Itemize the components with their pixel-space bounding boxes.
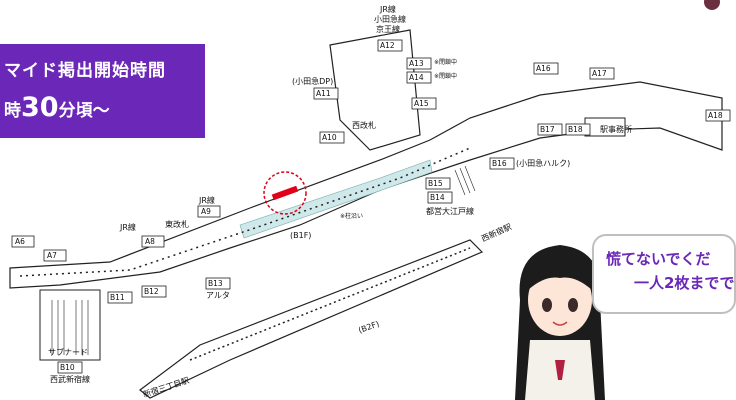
label-alta: アルタ bbox=[206, 291, 230, 300]
exit-B15: B15 bbox=[425, 177, 451, 190]
svg-text:B14: B14 bbox=[430, 193, 445, 202]
exit-B16: B16 bbox=[489, 157, 515, 170]
blue-passage bbox=[239, 159, 433, 239]
speech-bubble: 慌てないでくだ 一人2枚までで bbox=[592, 234, 736, 314]
label-pillar: ※柱沿い bbox=[340, 212, 363, 220]
exit-A7: A7 bbox=[43, 249, 67, 262]
svg-text:A7: A7 bbox=[47, 251, 57, 260]
svg-text:A11: A11 bbox=[316, 89, 331, 98]
start-time-banner: マイド掲出開始時間 時30分頃〜 bbox=[0, 44, 205, 138]
banner-line-1: マイド掲出開始時間 bbox=[4, 61, 166, 81]
exit-A11: A11 bbox=[313, 87, 339, 100]
svg-text:A16: A16 bbox=[536, 64, 551, 73]
svg-text:A9: A9 bbox=[201, 207, 211, 216]
corner-avatar bbox=[704, 0, 720, 10]
label-b1f: (B1F) bbox=[290, 231, 311, 240]
exit-B12: B12 bbox=[141, 285, 167, 298]
exit-A18: A18 bbox=[705, 109, 731, 122]
bubble-line-1: 慌てないでくだ bbox=[606, 250, 711, 268]
label-keio-top: 京王線 bbox=[376, 24, 400, 34]
svg-text:B13: B13 bbox=[208, 279, 223, 288]
svg-text:B11: B11 bbox=[110, 293, 125, 302]
bubble-line-2: 一人2枚までで bbox=[634, 274, 735, 292]
label-nishishinjuku: 西新宿駅 bbox=[480, 221, 513, 243]
exit-B14: B14 bbox=[427, 191, 453, 204]
svg-text:A14: A14 bbox=[409, 73, 424, 82]
label-odakyu-dp: (小田急DP) bbox=[292, 76, 333, 86]
svg-text:A18: A18 bbox=[708, 111, 723, 120]
exit-A9: A9 bbox=[197, 205, 221, 218]
label-jr-a9: JR線 bbox=[198, 195, 215, 205]
svg-text:A13: A13 bbox=[409, 59, 424, 68]
subnade-block bbox=[39, 289, 101, 361]
svg-text:B10: B10 bbox=[60, 363, 75, 372]
svg-text:B15: B15 bbox=[428, 179, 443, 188]
label-closed-a13: ※閉鎖中 bbox=[434, 58, 457, 66]
exit-B17: B17 bbox=[537, 123, 563, 136]
exit-B10: B10 bbox=[57, 361, 83, 374]
character-illustration bbox=[515, 245, 605, 400]
label-jr-left: JR線 bbox=[119, 222, 136, 232]
exit-B13: B13 bbox=[205, 277, 231, 290]
walkway-dots bbox=[19, 147, 471, 277]
exit-A6: A6 bbox=[11, 235, 35, 248]
label-odakyu-halc: (小田急ハルク) bbox=[516, 158, 570, 168]
svg-text:B12: B12 bbox=[144, 287, 159, 296]
svg-text:B16: B16 bbox=[492, 159, 507, 168]
banner-line-2: 時30分頃〜 bbox=[4, 92, 110, 123]
label-seibu: 西武新宿線 bbox=[50, 374, 90, 384]
svg-text:A12: A12 bbox=[380, 41, 395, 50]
exit-A15: A15 bbox=[411, 97, 437, 110]
svg-text:A6: A6 bbox=[15, 237, 25, 246]
label-east-gate: 東改札 bbox=[165, 219, 189, 229]
exit-boxes: A6 A7 A8 A9 A10 A11 A12 A13 A14 A15 A16 … bbox=[11, 39, 731, 374]
label-jr-top: JR線 bbox=[379, 4, 396, 14]
svg-text:A17: A17 bbox=[592, 69, 607, 78]
label-closed-a14: ※閉鎖中 bbox=[434, 72, 457, 80]
exit-A14: A14 bbox=[406, 71, 432, 84]
label-b2f: (B2F) bbox=[357, 319, 380, 335]
exit-A10: A10 bbox=[319, 131, 345, 144]
b2f-platform bbox=[139, 239, 484, 399]
b2f-platform-dots bbox=[189, 247, 471, 361]
svg-text:A8: A8 bbox=[145, 237, 155, 246]
label-toei-oedo: 都営大江戸線 bbox=[426, 206, 474, 216]
svg-text:A15: A15 bbox=[414, 99, 429, 108]
exit-B18: B18 bbox=[565, 123, 591, 136]
stairs-hatching bbox=[51, 165, 476, 355]
exit-A16: A16 bbox=[533, 62, 559, 75]
label-subnade: サブナード bbox=[48, 347, 88, 357]
svg-text:B18: B18 bbox=[568, 125, 583, 134]
goods-spot-circle bbox=[263, 171, 307, 215]
label-west-gate: 西改札 bbox=[352, 120, 376, 130]
exit-B11: B11 bbox=[107, 291, 133, 304]
exit-A8: A8 bbox=[141, 235, 165, 248]
exit-A13: A13 bbox=[406, 57, 432, 70]
exit-A12: A12 bbox=[377, 39, 403, 52]
label-station-office: 駅事務所 bbox=[600, 124, 632, 134]
svg-text:B17: B17 bbox=[540, 125, 555, 134]
goods-spot-marker bbox=[271, 185, 299, 201]
label-odakyu-top: 小田急線 bbox=[374, 14, 406, 24]
exit-A17: A17 bbox=[589, 67, 615, 80]
svg-text:A10: A10 bbox=[322, 133, 337, 142]
north-building bbox=[329, 29, 421, 151]
